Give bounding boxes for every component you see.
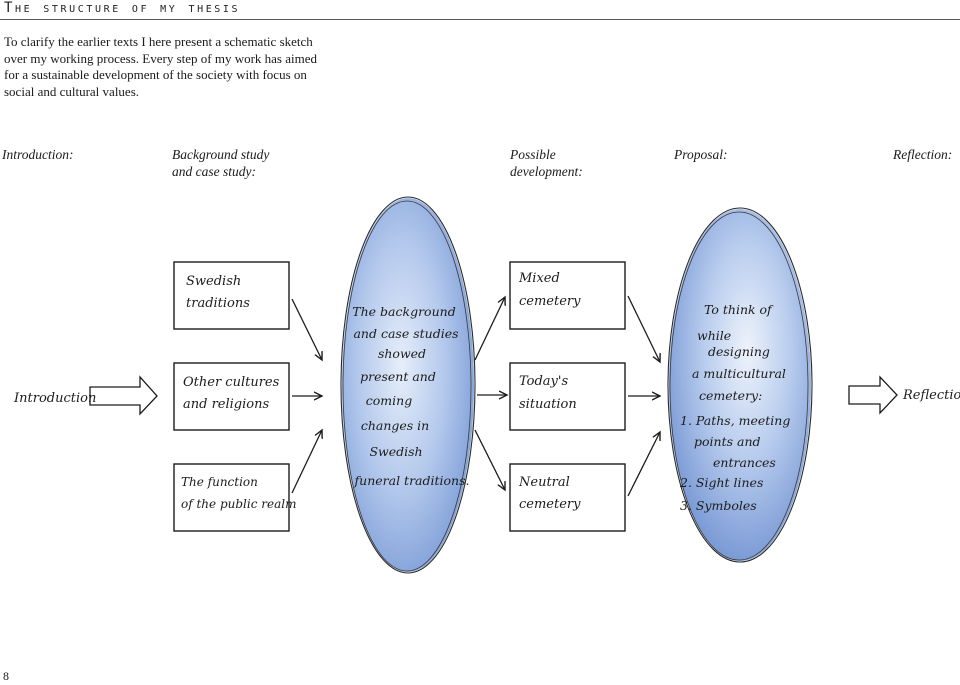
oval-background-text: The background and case studies showed p…: [352, 304, 469, 488]
box-swedish-traditions-text: Swedish traditions: [186, 274, 250, 311]
box-public-realm-text: The function of the public realm: [181, 475, 296, 511]
arrow-to-oval-3: [291, 430, 322, 494]
box-neutral-cemetery-text: Neutral cemetery: [518, 475, 581, 512]
page-number: 8: [3, 669, 9, 683]
arrow-to-proposal-3: [627, 432, 660, 497]
box-mixed-cemetery: [509, 261, 626, 330]
oval-proposal-wash: [669, 209, 811, 561]
heading-rule: [0, 19, 960, 20]
box-other-cultures: [173, 362, 290, 431]
arrow-to-proposal-1: [627, 295, 660, 362]
column-label-introduction: Introduction:: [2, 147, 74, 162]
oval-background-outline: [340, 196, 476, 574]
box-swedish-traditions: [173, 261, 290, 330]
box-neutral-cemetery: [509, 463, 626, 532]
sketch-start-label: Introduction: [13, 391, 96, 406]
page-heading: The structure of my thesis: [4, 0, 241, 16]
box-todays-situation-text: Today's situation: [519, 374, 577, 412]
column-label-possible-development: Possible development:: [510, 147, 583, 179]
hollow-arrow-icon: [89, 375, 158, 416]
column-label-background-study: Background study and case study:: [172, 147, 270, 179]
column-label-reflection: Reflection:: [893, 147, 953, 162]
column-label-proposal: Proposal:: [674, 147, 728, 162]
arrow-to-mixed: [474, 297, 505, 361]
box-todays-situation: [509, 362, 626, 431]
hollow-arrow-end-icon: [848, 375, 898, 415]
intro-paragraph: To clarify the earlier texts I here pres…: [4, 34, 318, 99]
arrow-to-oval-1: [291, 298, 322, 360]
arrow-to-neutral: [474, 429, 505, 490]
sketch-end-label: Reflection: [902, 388, 960, 403]
box-mixed-cemetery-text: Mixed cemetery: [518, 271, 581, 309]
oval-proposal-outline: [667, 207, 813, 563]
oval-background-wash: [342, 198, 474, 572]
oval-proposal-text: To think of while designing a multicultu…: [679, 302, 794, 513]
box-other-cultures-text: Other cultures and religions: [183, 375, 283, 412]
box-public-realm: [173, 463, 290, 532]
